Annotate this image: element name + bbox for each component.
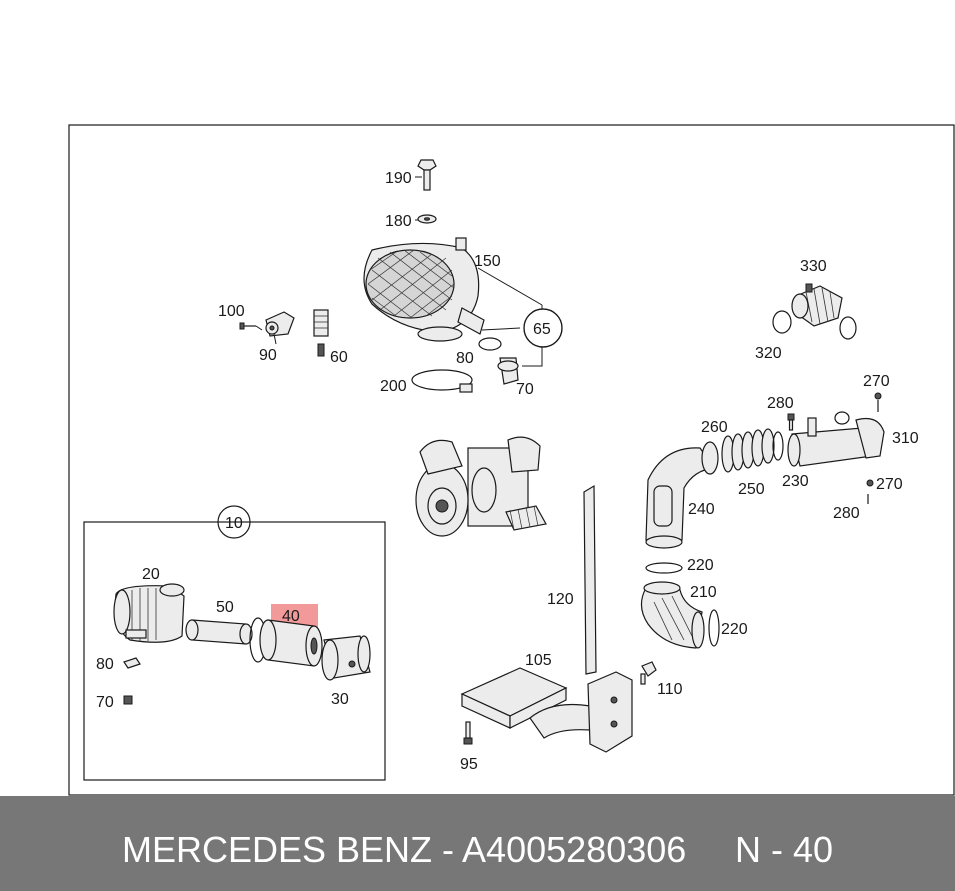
callout-90: 90: [259, 347, 277, 364]
sleeve-260: [701, 441, 719, 475]
callout-70-box: 70: [96, 694, 114, 711]
part-number-title: MERCEDES BENZ - A4005280306: [122, 829, 687, 870]
elbow-70-top: [497, 357, 519, 385]
callout-10: 10: [225, 515, 243, 532]
callout-30: 30: [331, 691, 349, 708]
screw-100: [239, 322, 256, 330]
callout-220-right: 220: [721, 621, 748, 638]
callout-150: 150: [474, 253, 501, 270]
part-60: [313, 309, 329, 357]
callout-40: 40: [282, 608, 300, 625]
washer-180: [417, 214, 437, 224]
callout-120: 120: [547, 591, 574, 608]
callout-circle-10: [217, 505, 251, 539]
callout-100: 100: [218, 303, 245, 320]
callout-310: 310: [892, 430, 919, 447]
callout-280-bottom: 280: [833, 505, 860, 522]
gasket-80-top: [478, 337, 502, 351]
bracket-105: [460, 667, 633, 753]
bolt-280-bottom: [866, 479, 874, 504]
callout-190: 190: [385, 170, 412, 187]
pipe-240: [645, 447, 716, 549]
callout-95: 95: [460, 756, 478, 773]
turbo-assembly: [415, 436, 547, 537]
callout-80-box: 80: [96, 656, 114, 673]
intake-housing-150: [363, 237, 485, 342]
filter-element-50: [185, 619, 253, 645]
callout-230: 230: [782, 473, 809, 490]
callout-280-top: 280: [767, 395, 794, 412]
callout-70-top: 70: [516, 381, 534, 398]
callout-105: 105: [525, 652, 552, 669]
bolt-190: [417, 159, 437, 191]
callout-260: 260: [701, 419, 728, 436]
bolt-110: [640, 661, 657, 685]
assembly-box: [83, 521, 386, 781]
clamp-320-right: [839, 316, 857, 340]
bolt-95: [463, 721, 473, 745]
footer-bar: MERCEDES BENZ - A4005280306 N - 40: [0, 796, 955, 891]
callout-210: 210: [690, 584, 717, 601]
callout-60: 60: [330, 349, 348, 366]
sensor-90: [265, 311, 295, 337]
hose-clamp-200: [411, 369, 473, 393]
callout-270-bottom: 270: [876, 476, 903, 493]
callout-240: 240: [688, 501, 715, 518]
diagram-frame: [68, 124, 955, 796]
callout-250: 250: [738, 481, 765, 498]
position-label: N - 40: [735, 829, 834, 870]
callout-220-top: 220: [687, 557, 714, 574]
callout-65: 65: [533, 321, 551, 338]
elbow-210: [640, 581, 705, 649]
clamp-320-left: [772, 310, 792, 334]
parts-diagram: 190 180 150 100 90 60 65 80 70 200 330 3…: [68, 124, 955, 796]
pipe-230: [787, 417, 885, 467]
clamp-270-top: [834, 392, 882, 425]
bellows-250: [721, 428, 784, 473]
callout-180: 180: [385, 213, 412, 230]
callout-circle-65: [523, 308, 563, 348]
air-filter-housing-20: [113, 583, 185, 643]
callout-110: 110: [657, 681, 683, 698]
callout-200: 200: [380, 378, 407, 395]
hose-330: [791, 283, 843, 327]
callout-330: 330: [800, 258, 827, 275]
callout-50: 50: [216, 599, 234, 616]
callout-320: 320: [755, 345, 782, 362]
clamp-220-right: [708, 609, 720, 647]
clamp-220-top: [645, 562, 683, 574]
filter-element-40: [249, 617, 323, 667]
callout-20: 20: [142, 566, 160, 583]
callout-270-top: 270: [863, 373, 890, 390]
strap-120: [583, 484, 597, 675]
end-cap-30: [321, 635, 371, 681]
bolt-280-top: [787, 413, 795, 431]
callout-80-top: 80: [456, 350, 474, 367]
nut-70-box: [123, 695, 133, 705]
clip-80-box: [123, 657, 141, 669]
